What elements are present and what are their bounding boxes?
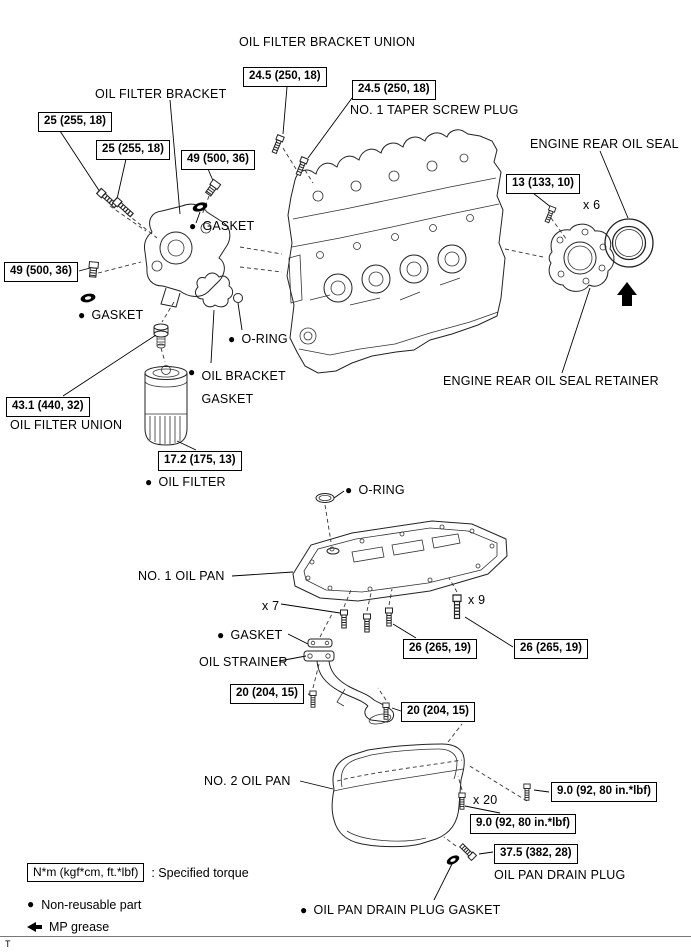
label-oil-filter-union: OIL FILTER UNION: [10, 418, 123, 432]
oil-filter-union-drawing: [153, 323, 169, 349]
label-gasket-top: ● GASKET: [189, 219, 255, 233]
legend-non-reusable: ● Non-reusable part: [27, 897, 142, 912]
label-oil-filter-bracket: OIL FILTER BRACKET: [95, 87, 227, 101]
drain-plug-icon: [458, 842, 477, 861]
press-direction-arrow-icon: [617, 282, 637, 306]
torque-strainer-bolt-a: 20 (204, 15): [230, 684, 305, 704]
non-reusable-dot-icon: ●: [188, 365, 196, 379]
pan-bolt-icon: [340, 609, 348, 629]
footer-mark: T: [5, 939, 11, 949]
page-bottom-rule: [0, 936, 691, 937]
union-bolt-icon: [270, 134, 285, 155]
torque-no2-pan-bolt-a: 9.0 (92, 80 in.*lbf): [551, 782, 657, 802]
non-reusable-dot-icon: ●: [345, 483, 353, 497]
non-reusable-dot-icon: ●: [145, 475, 153, 489]
no2-pan-bolt-icon: [458, 792, 466, 810]
oil-strainer-drawing: [303, 638, 395, 725]
no2-pan-bolt-icon: [523, 783, 531, 801]
taper-screw-plug-icon: [294, 156, 309, 177]
bracket-bolt-icon: [112, 196, 135, 219]
count-x20: x 20: [473, 793, 498, 807]
strainer-gasket-drawing: [307, 638, 333, 648]
torque-bracket-bolt-a: 25 (255, 18): [38, 112, 113, 132]
strainer-bolt-icon: [382, 702, 390, 720]
torque-plug-49-left: 49 (500, 36): [4, 262, 79, 282]
oil-filter-bracket-drawing: [144, 203, 231, 308]
label-oil-filter: ● OIL FILTER: [145, 475, 226, 489]
torque-retainer-bolt: 13 (133, 10): [506, 174, 581, 194]
torque-oil-filter-union: 43.1 (440, 32): [6, 397, 90, 417]
label-oil-strainer: OIL STRAINER: [199, 655, 288, 669]
torque-unit-desc: : Specified torque: [151, 865, 249, 880]
torque-bracket-bolt-b: 25 (255, 18): [96, 140, 171, 160]
rear-oil-seal-retainer-drawing: [548, 223, 615, 292]
bracket-bolt-icon: [96, 187, 119, 210]
pan-bolt-icon: [385, 607, 393, 627]
torque-plug-49-top: 49 (500, 36): [181, 150, 256, 170]
legend-mp-grease: MP grease: [27, 920, 109, 934]
no1-oil-pan-drawing: [292, 520, 508, 602]
strainer-bolt-icon: [309, 690, 317, 708]
non-reusable-dot-icon: ●: [217, 628, 225, 642]
rear-oil-seal-drawing: [604, 218, 654, 268]
pan-bolt-large-icon: [452, 594, 462, 620]
non-reusable-dot-icon: ●: [189, 219, 197, 233]
label-oil-filter-bracket-union: OIL FILTER BRACKET UNION: [239, 35, 416, 49]
assembly-dashed-lines: [97, 147, 568, 847]
plug-49-icon: [87, 261, 99, 278]
label-oil-pan-drain-plug-gasket: ● OIL PAN DRAIN PLUG GASKET: [300, 903, 501, 917]
torque-pan-bolt-a: 26 (265, 19): [403, 639, 478, 659]
label-oil-pan-drain-plug: OIL PAN DRAIN PLUG: [494, 868, 626, 882]
count-x9: x 9: [468, 593, 486, 607]
gasket-donut-icon: [79, 292, 97, 304]
label-no1-oil-pan: NO. 1 OIL PAN: [138, 569, 225, 583]
pan-bolt-icon: [363, 613, 371, 633]
count-x7: x 7: [262, 599, 280, 613]
label-gasket-left: ● GASKET: [78, 308, 144, 322]
label-o-ring-bracket: ● O-RING: [228, 332, 288, 346]
legend-torque: N*m (kgf*cm, ft.*lbf) : Specified torque: [27, 863, 249, 882]
gasket-donut-icon: [191, 200, 209, 214]
fastener-icons: [87, 134, 557, 861]
torque-pan-bolt-b: 26 (265, 19): [514, 639, 589, 659]
drain-plug-gasket-icon: [445, 853, 461, 867]
label-engine-rear-oil-seal-retainer: ENGINE REAR OIL SEAL RETAINER: [443, 374, 659, 388]
non-reusable-dot-icon: ●: [27, 897, 35, 911]
non-reusable-dot-icon: ●: [228, 332, 236, 346]
label-gasket-strainer: ● GASKET: [217, 628, 283, 642]
label-no1-taper-screw-plug: NO. 1 TAPER SCREW PLUG: [350, 103, 519, 117]
engine-block-drawing: [286, 129, 506, 374]
no2-oil-pan-drawing: [331, 743, 465, 848]
torque-unit-box: N*m (kgf*cm, ft.*lbf): [27, 863, 145, 882]
oil-filter-drawing: [144, 365, 188, 446]
torque-oil-filter: 17.2 (175, 13): [158, 451, 242, 471]
torque-no2-pan-bolt-b: 9.0 (92, 80 in.*lbf): [470, 814, 576, 834]
non-reusable-dot-icon: ●: [300, 903, 308, 917]
o-ring-pan-drawing: [315, 493, 335, 503]
non-reusable-dot-icon: ●: [78, 308, 86, 322]
label-o-ring-pan: ● O-RING: [345, 483, 405, 497]
count-x6: x 6: [583, 198, 601, 212]
torque-bracket-union: 24.5 (250, 18): [243, 67, 327, 87]
torque-drain-plug: 37.5 (382, 28): [494, 844, 578, 864]
oil-bracket-gasket-drawing: [195, 272, 243, 308]
mp-grease-arrow-icon: [27, 922, 42, 932]
retainer-bolt-icon: [543, 205, 557, 224]
label-oil-bracket-gasket: ● OIL BRACKET GASKET: [188, 365, 286, 406]
torque-taper-screw-plug: 24.5 (250, 18): [352, 80, 436, 100]
label-engine-rear-oil-seal: ENGINE REAR OIL SEAL: [530, 137, 679, 151]
torque-strainer-bolt-b: 20 (204, 15): [401, 702, 476, 722]
plug-49-icon: [204, 178, 222, 198]
label-no2-oil-pan: NO. 2 OIL PAN: [204, 774, 291, 788]
o-ring-small-drawing: [233, 293, 243, 303]
